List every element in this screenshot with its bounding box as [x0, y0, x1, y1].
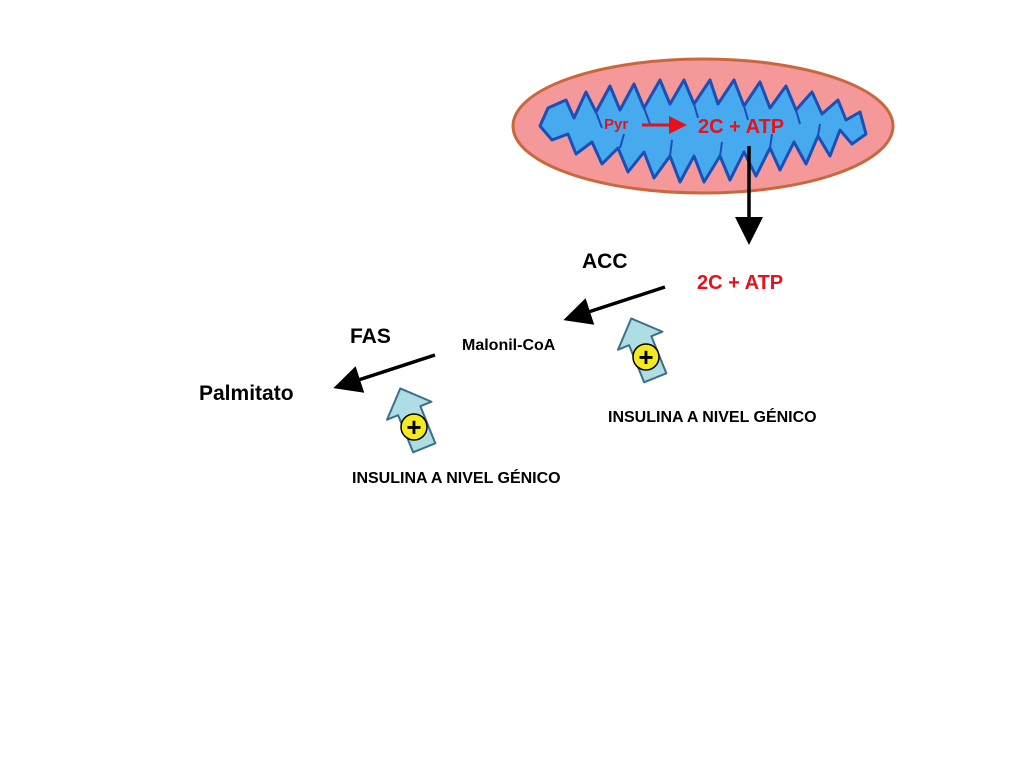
cristae-lines — [595, 103, 821, 157]
insulin-acc-label: INSULINA A NIVEL GÉNICO — [608, 409, 817, 426]
plus-badge-acc: + — [632, 342, 660, 372]
plus-sign-fas: + — [406, 412, 421, 442]
fas-reaction-arrow — [333, 353, 436, 393]
malonil-coa-label: Malonil-CoA — [462, 337, 556, 354]
acc-reaction-arrow — [563, 285, 666, 325]
fas-enzyme-label: FAS — [350, 325, 391, 348]
plus-sign-acc: + — [638, 342, 653, 372]
plus-badge-fas: + — [400, 412, 428, 442]
cytosol-product-label: 2C + ATP — [697, 272, 784, 294]
pyr-label: Pyr — [604, 116, 629, 133]
palmitato-label: Palmitato — [199, 382, 294, 405]
acc-enzyme-label: ACC — [582, 250, 628, 273]
mito-product-label: 2C + ATP — [698, 116, 785, 138]
mitochondrion — [511, 57, 895, 195]
mitochondrion-matrix — [538, 78, 868, 184]
insulin-fas-label: INSULINA A NIVEL GÉNICO — [352, 470, 561, 487]
